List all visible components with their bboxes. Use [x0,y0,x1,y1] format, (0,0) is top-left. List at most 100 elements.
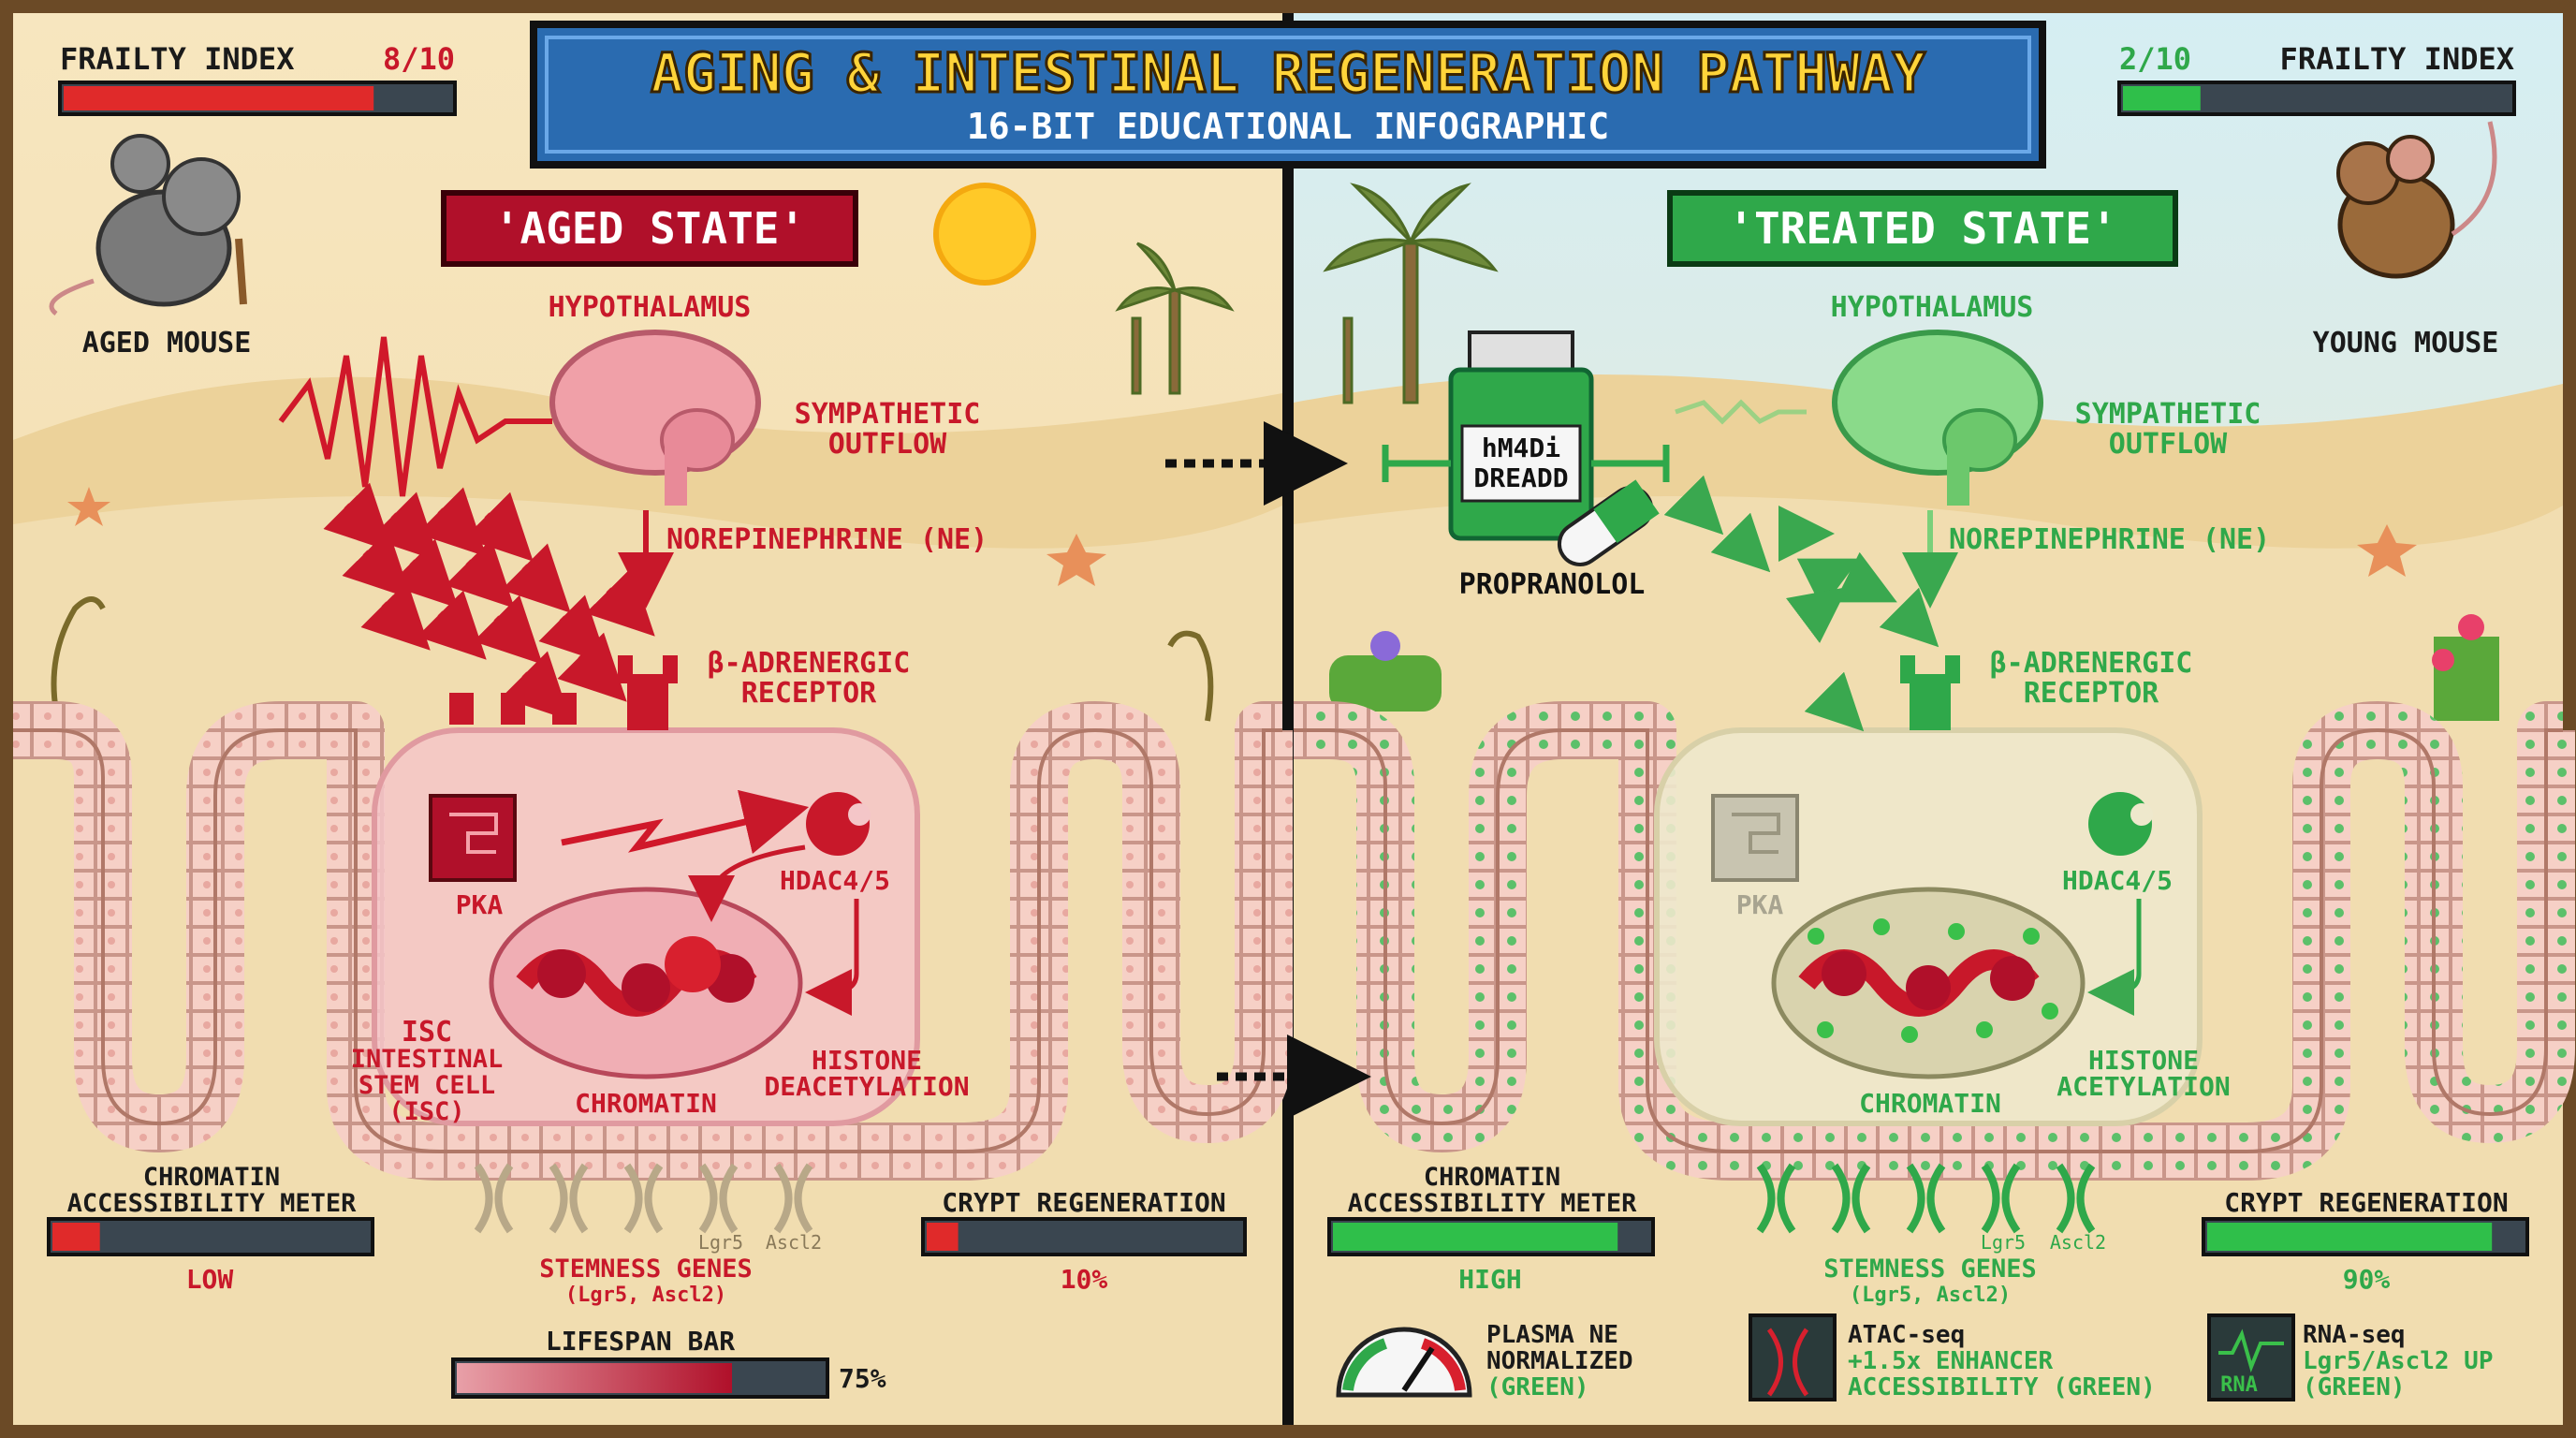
treated-state-title: 'TREATED STATE' [1728,203,2116,254]
aged-receptor-icon [449,655,678,730]
aged-mouse-icon [49,134,247,315]
left-chrom-meter-value: LOW [186,1264,234,1295]
treated-sympathetic-wave [1675,399,1807,425]
treated-pka-label: PKA [1736,889,1784,920]
treated-hypothalamus-label: HYPOTHALAMUS [1831,291,2034,324]
pill-bottle-icon [1448,330,1594,541]
left-frailty-score: 8/10 [383,41,455,77]
aged-isc-label-3: STEM CELL [359,1071,495,1100]
aged-stemness-label: STEMNESS GENES [539,1255,753,1284]
drug-name-label: PROPRANOLOL [1459,568,1646,601]
treated-stemness-sub: (Lgr5, Ascl2) [1850,1284,2011,1307]
left-chrom-meter-title-1: CHROMATIN [143,1163,280,1192]
left-crypt-fill [927,1223,959,1251]
aged-pka-signal [561,789,810,855]
aged-ne-particles [323,482,655,721]
treated-chromatin [1798,918,2058,1043]
aged-hdac-label: HDAC4/5 [780,865,890,896]
treated-gene-tag-ascl2: Ascl2 [2050,1231,2106,1254]
treated-acetylation-arrow [2087,899,2142,1016]
aged-ne-label: NOREPINEPHRINE (NE) [666,523,988,556]
left-chrom-meter-fill [52,1223,100,1251]
right-chrom-meter-title-1: CHROMATIN [1424,1163,1560,1192]
drug-bottle-label-1: hM4Di [1482,433,1560,463]
aged-hdac-arrow [688,844,806,922]
lifespan-title: LIFESPAN BAR [546,1326,735,1357]
aged-gene-tag-ascl2: Ascl2 [766,1231,822,1254]
rna-line-2: Lgr5/Ascl2 UP [2303,1347,2494,1375]
aged-isc-label-1: ISC [402,1016,452,1049]
treated-histone-label-1: HISTONE [2088,1045,2199,1076]
rna-line-1: RNA-seq [2303,1321,2406,1349]
starfish-icon [67,487,2417,586]
palm-icon [1115,183,1499,404]
header-panel [530,21,2046,169]
aged-brain-icon [549,330,761,506]
treated-receptor-label-2: RECEPTOR [2024,677,2159,710]
lifespan-value: 75% [839,1363,886,1394]
aged-stemness-sub: (Lgr5, Ascl2) [565,1284,726,1307]
treated-ne-label: NOREPINEPHRINE (NE) [1949,523,2270,556]
aged-state-badge [441,190,858,267]
plasma-ne-line-3: (GREEN) [1486,1373,1589,1401]
rna-line-3: (GREEN) [2303,1373,2406,1401]
center-divider [1282,13,1294,1425]
aged-histone-label-2: DEACETYLATION [764,1071,969,1102]
left-crypt-title: CRYPT REGENERATION [942,1187,1225,1218]
aged-hypothalamus-label: HYPOTHALAMUS [549,291,752,324]
aged-histone-label-1: HISTONE [812,1045,922,1076]
lifespan-fill [457,1363,732,1393]
atac-line-2: +1.5x ENHANCER [1848,1347,2053,1375]
left-crypt-track [921,1217,1247,1256]
aged-pka-chip-icon [429,794,517,882]
aged-state-title: 'AGED STATE' [494,203,805,254]
page-title: AGING & INTESTINAL REGENERATION PATHWAY [651,41,1925,105]
treated-gene-tag-lgr5: Lgr5 [1981,1231,2026,1254]
treated-hdac-icon [2088,792,2153,856]
wilted-plant-icon [51,596,1214,722]
drug-bottle-label-2: DREADD [1473,462,1568,493]
aged-mouse-label: AGED MOUSE [82,327,252,360]
treated-receptor-icon [1900,655,1960,730]
treated-receptor-label-1: β-ADRENERGIC [1990,647,2193,680]
page-subtitle: 16-BIT EDUCATIONAL INFOGRAPHIC [967,106,1609,147]
treated-pka-chip-icon [1711,794,1799,882]
aged-isc-label-2: INTESTINAL [351,1045,504,1074]
left-frailty-bar-fill [64,86,374,110]
right-frailty-bar-fill [2123,86,2201,110]
right-chrom-meter-fill [1333,1223,1618,1251]
header-inner-border [545,36,2031,154]
sun-icon [933,183,1036,286]
right-crypt-fill [2207,1223,2493,1251]
aged-dna-icons [474,1163,813,1234]
plasma-ne-line-2: NORMALIZED [1486,1347,1633,1375]
right-chrom-meter-value: HIGH [1458,1264,1521,1295]
right-frailty-score: 2/10 [2119,41,2191,77]
aged-sympathetic-label-1: SYMPATHETIC [795,398,981,431]
treated-stemness-label: STEMNESS GENES [1823,1255,2037,1284]
aged-gene-tag-lgr5: Lgr5 [698,1231,743,1254]
aged-hdac-icon [806,792,871,856]
treated-hdac-label: HDAC4/5 [2062,865,2173,896]
treated-sympathetic-label-2: OUTFLOW [2109,428,2228,461]
right-chrom-meter-title-2: ACCESSIBILITY METER [1348,1189,1638,1218]
left-frailty-label: FRAILTY INDEX [60,41,294,77]
treated-ne-particles [1663,475,1939,732]
left-crypt-value: 10% [1061,1264,1108,1295]
treated-chromatin-label: CHROMATIN [1859,1088,2001,1119]
rna-icon-label: RNA [2220,1373,2258,1397]
flower-icon [1329,614,2499,721]
right-frailty-label: FRAILTY INDEX [2280,41,2514,77]
aged-pka-label: PKA [456,889,504,920]
young-mouse-label: YOUNG MOUSE [2313,327,2499,360]
left-crypt-epithelium [13,701,1293,1181]
treated-dna-icons [1756,1163,2096,1234]
treated-histone-label-2: ACETYLATION [2056,1071,2230,1102]
atac-line-1: ATAC-seq [1848,1321,1965,1349]
aged-receptor-label-2: RECEPTOR [741,677,877,710]
plasma-ne-line-1: PLASMA NE [1486,1321,1618,1349]
capsule-icon [1557,479,1660,566]
transition-arrows [1165,421,1371,1119]
atac-line-3: ACCESSIBILITY (GREEN) [1848,1373,2156,1401]
right-crypt-title: CRYPT REGENERATION [2224,1187,2508,1218]
